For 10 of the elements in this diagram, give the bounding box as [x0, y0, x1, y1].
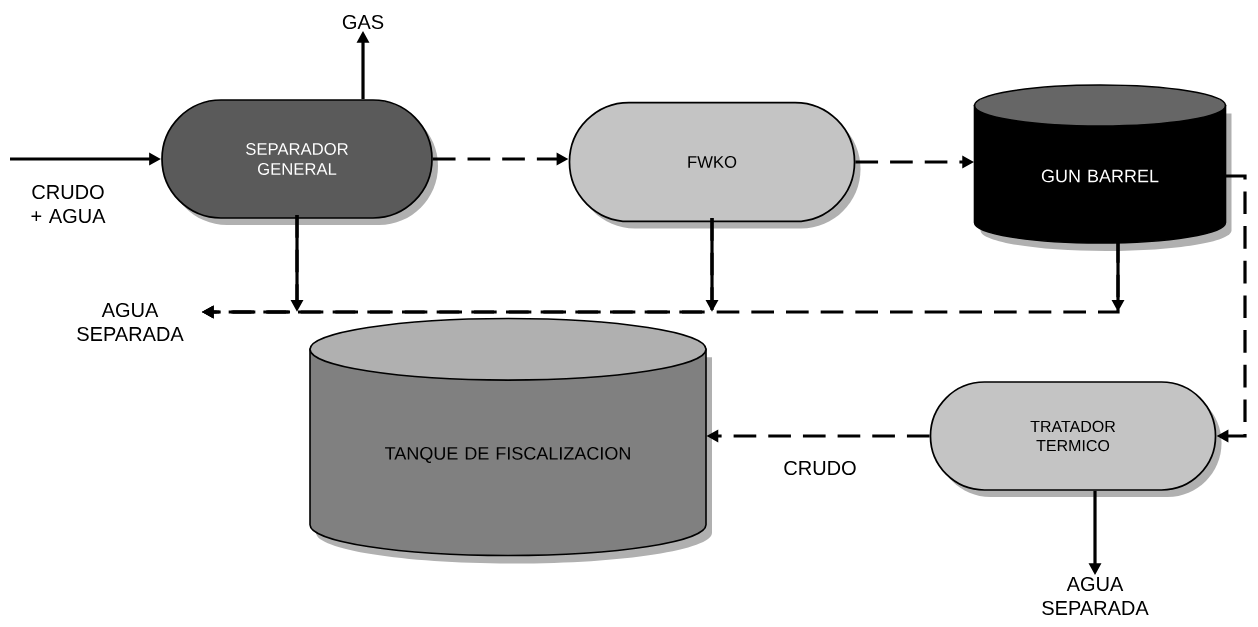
tank-drawing: GUN BARREL — [973, 84, 1232, 251]
stream-label: AGUA SEPARADA — [77, 302, 184, 342]
tank-drawing: TANQUE DE FISCALIZACION — [309, 317, 712, 564]
edge-label: CRUDO — [784, 460, 856, 476]
vessel: FWKO — [568, 101, 861, 229]
separator-vessel: SEPARADOR GENERAL — [161, 99, 438, 225]
stream-label: AGUA SEPARADA — [1042, 576, 1149, 616]
vessel: TRATADOR TERMICO — [929, 381, 1222, 497]
stream-label: GAS — [342, 14, 384, 30]
edge-label: CRUDO + AGUA — [31, 184, 106, 224]
